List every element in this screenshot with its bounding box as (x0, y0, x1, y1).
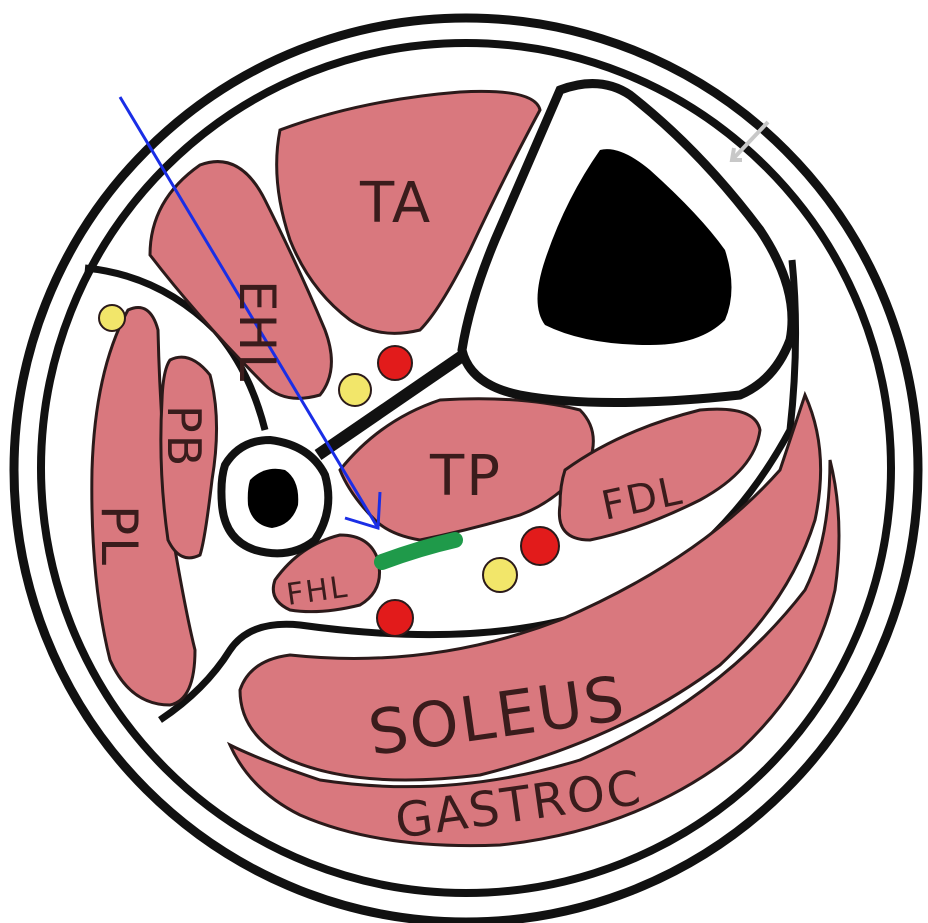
peroneal-artery (377, 600, 413, 636)
superficial-peroneal-nerve (99, 305, 125, 331)
label-pl: PL (90, 505, 148, 567)
tibial-nerve (483, 558, 517, 592)
anterior-tibial-artery (378, 346, 412, 380)
posterior-tibial-artery (521, 527, 559, 565)
label-ehl: EHL (228, 280, 286, 383)
label-ta: TA (359, 171, 432, 236)
label-tp: TP (429, 444, 502, 509)
label-pb: PB (157, 405, 211, 468)
green-highlight-mark (382, 540, 455, 562)
deep-peroneal-nerve (339, 374, 371, 406)
